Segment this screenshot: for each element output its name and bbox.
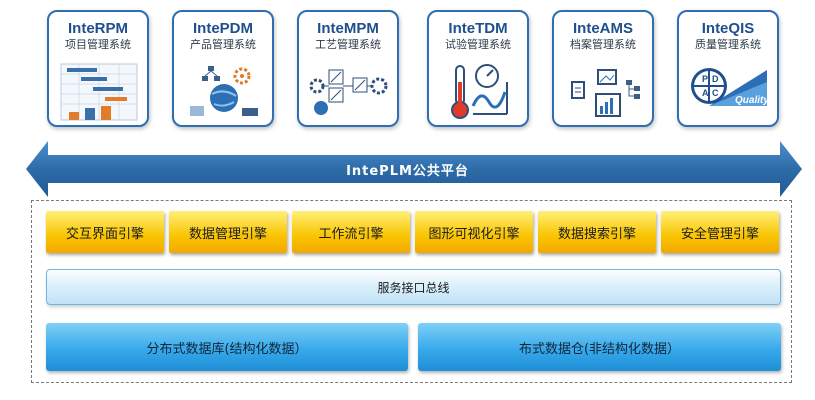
platform-double-arrow	[26, 141, 802, 197]
module-name: InteMPM	[317, 20, 379, 37]
gantt-chart-icon	[60, 63, 138, 121]
pdca-quality-icon: P D C A Quality	[691, 68, 769, 106]
engine-security: 安全管理引擎	[661, 211, 779, 253]
module-card-intetdm: InteTDM 试验管理系统	[427, 10, 529, 127]
engine-interaction-ui: 交互界面引擎	[46, 211, 164, 253]
globe-gears-icon	[190, 66, 258, 116]
module-name: InteTDM	[448, 20, 508, 37]
platform-frame	[31, 200, 792, 383]
platform-label: IntePLM公共平台	[346, 164, 469, 179]
thermometer-gauge-icon	[451, 64, 508, 119]
pdca-p-label: P	[702, 74, 708, 84]
module-name: InteQIS	[701, 20, 755, 37]
module-subtitle: 产品管理系统	[190, 38, 256, 51]
module-subtitle: 试验管理系统	[445, 38, 511, 51]
module-subtitle: 档案管理系统	[570, 38, 636, 51]
pdca-d-label: D	[712, 74, 719, 84]
module-name: InteAMS	[573, 20, 633, 37]
module-card-interpm: InteRPM 项目管理系统	[47, 10, 149, 127]
module-subtitle: 工艺管理系统	[315, 38, 381, 51]
engine-workflow: 工作流引擎	[292, 211, 410, 253]
module-card-inteams: InteAMS 档案管理系统	[552, 10, 654, 127]
pdca-a-label: A	[702, 88, 709, 98]
module-subtitle: 质量管理系统	[695, 38, 761, 51]
distributed-data-warehouse: 布式数据仓(非结构化数据）	[418, 323, 781, 371]
process-flow-icon	[309, 69, 388, 115]
distributed-database: 分布式数据库(结构化数据）	[46, 323, 408, 371]
engine-visualization: 图形可视化引擎	[415, 211, 533, 253]
module-name: InteRPM	[68, 20, 128, 37]
archive-chart-icon	[571, 69, 640, 117]
quality-label: Quality	[735, 95, 769, 106]
module-card-intepdm: IntePDM 产品管理系统	[172, 10, 274, 127]
service-interface-bus: 服务接口总线	[46, 269, 781, 305]
module-card-intempm: InteMPM 工艺管理系统	[297, 10, 399, 127]
module-name: IntePDM	[193, 20, 253, 37]
engine-data-management: 数据管理引擎	[169, 211, 287, 253]
module-subtitle: 项目管理系统	[65, 38, 131, 51]
engine-search: 数据搜索引擎	[538, 211, 656, 253]
pdca-c-label: C	[712, 88, 719, 98]
module-card-inteqis: InteQIS 质量管理系统 P D C A Quality	[677, 10, 779, 127]
